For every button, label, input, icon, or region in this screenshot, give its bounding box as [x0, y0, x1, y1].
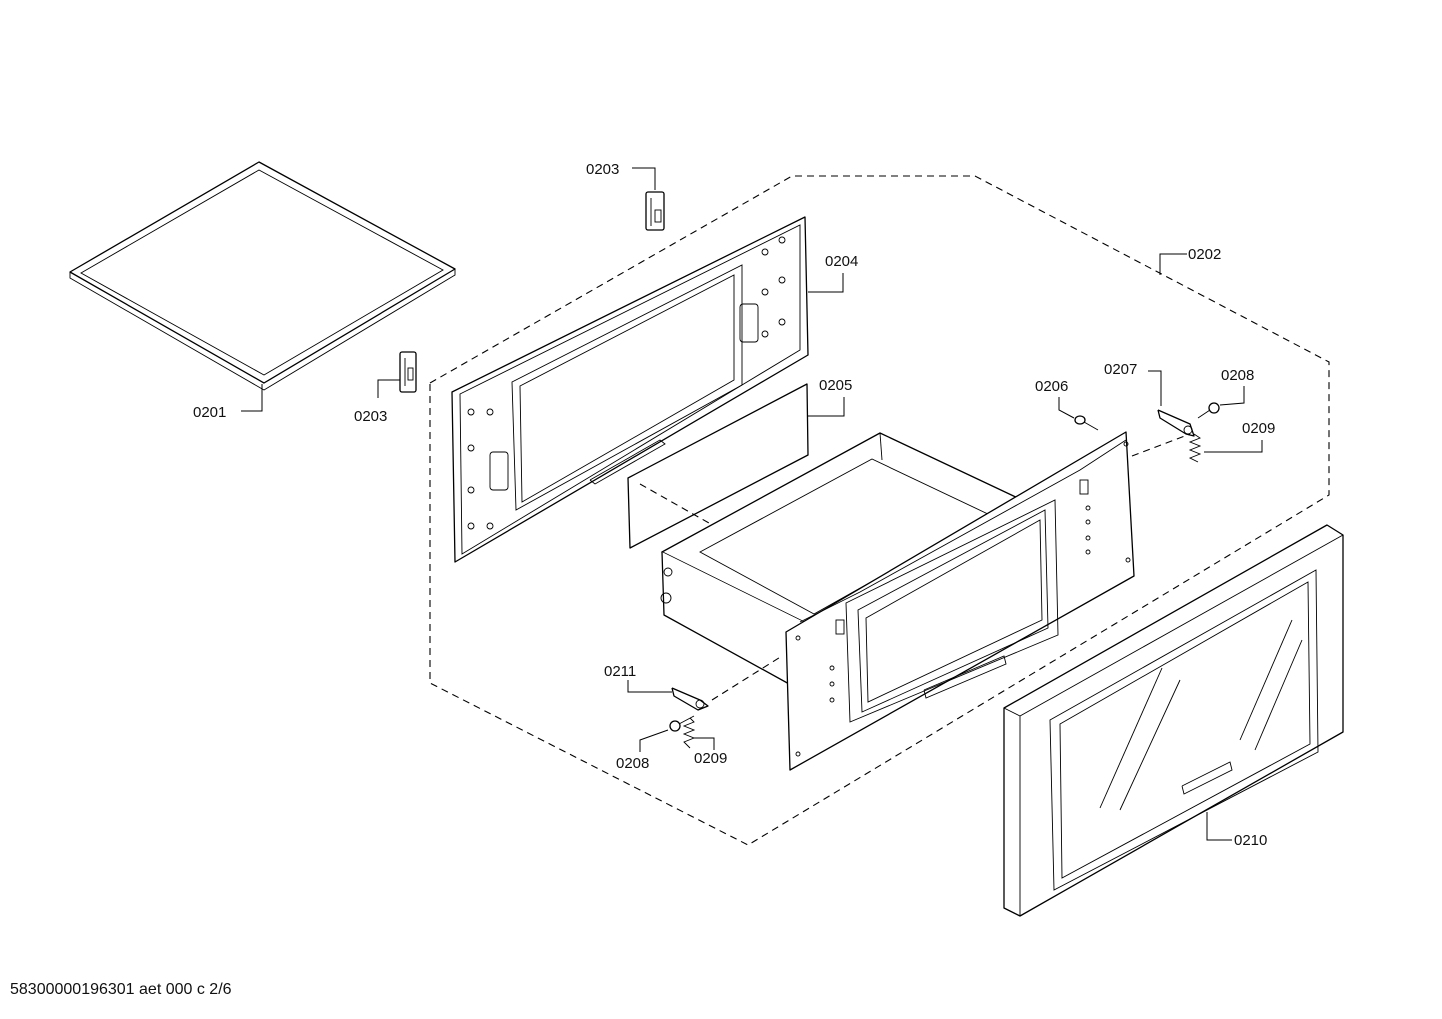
part-0208-screw-left	[669, 715, 695, 732]
leader-0207	[1148, 370, 1162, 406]
label-0206: 0206	[1035, 378, 1068, 395]
label-0209-right: 0209	[1242, 420, 1275, 437]
label-0208-right: 0208	[1221, 367, 1254, 384]
part-0209-spring-right	[1188, 433, 1202, 463]
label-0211: 0211	[604, 663, 636, 680]
assembly-line-hinge-left	[711, 655, 783, 701]
label-0202: 0202	[1188, 246, 1221, 263]
label-0205: 0205	[819, 377, 852, 394]
part-0206-screw	[1074, 415, 1099, 431]
leader-0209-right	[1204, 440, 1263, 453]
leader-0208-right	[1219, 386, 1245, 406]
part-0207-hinge-bracket	[1157, 409, 1195, 437]
document-reference-footer: 58300000196301 aet 000 c 2/6	[10, 981, 232, 998]
label-0209-left: 0209	[694, 750, 727, 767]
leader-0203-upper	[632, 167, 656, 190]
leader-0211	[627, 680, 672, 693]
part-0203-clip-upper	[645, 191, 665, 231]
leader-0204	[808, 273, 844, 293]
leader-0209-left	[694, 737, 715, 750]
leader-0206	[1058, 397, 1075, 419]
label-0204: 0204	[825, 253, 858, 270]
part-0205-glass-sheet	[627, 383, 809, 549]
leader-0210	[1206, 812, 1232, 841]
part-0204-inner-frame	[451, 216, 809, 563]
label-0210: 0210	[1234, 832, 1267, 849]
part-0209-spring-left	[682, 717, 696, 749]
label-0203-lower: 0203	[354, 408, 387, 425]
label-0208-left: 0208	[616, 755, 649, 772]
label-0207: 0207	[1104, 361, 1137, 378]
leader-0202	[1159, 253, 1187, 275]
leader-0203-lower	[377, 379, 400, 398]
leader-0205	[808, 397, 845, 417]
part-0208-screw-right	[1197, 402, 1220, 419]
part-drawer-front-plate	[785, 431, 1135, 771]
label-0201: 0201	[193, 404, 226, 421]
label-0203-upper: 0203	[586, 161, 619, 178]
part-0211-hinge-bracket	[671, 687, 709, 711]
assembly-line-hinge-right	[1131, 433, 1191, 457]
part-0201-seal-frame	[69, 161, 456, 391]
leader-0208-left	[639, 729, 669, 752]
part-0203-clip-lower	[399, 351, 417, 393]
leader-0201	[241, 384, 263, 412]
part-0210-front-panel	[1003, 524, 1344, 917]
assembly-boundary-0202	[429, 175, 1330, 846]
